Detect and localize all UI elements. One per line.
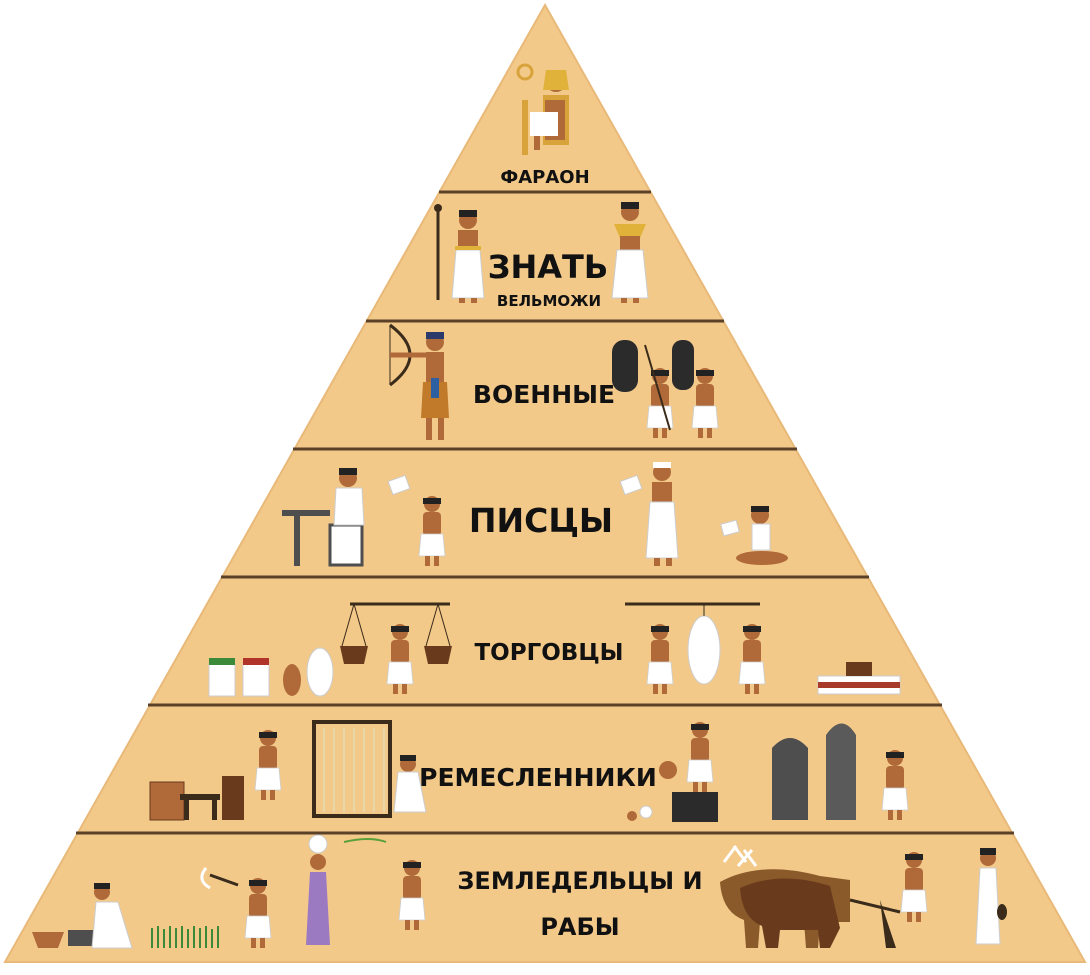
grain-field <box>151 926 219 948</box>
woman-with-jar <box>306 834 330 945</box>
potter <box>149 729 282 821</box>
tier-scribes: ПИСЦЫ <box>282 462 788 567</box>
loom-weaver <box>312 720 427 818</box>
standing-scribe-scroll <box>387 474 446 567</box>
grinding-woman <box>32 883 133 949</box>
seated-scribe-desk <box>282 468 365 567</box>
noble-with-staff <box>434 204 485 303</box>
oxen-plough <box>720 845 901 948</box>
tier-label-scribes: ПИСЦЫ <box>469 501 613 540</box>
worker-raising-arms <box>343 838 426 931</box>
tier-label-merchants: ТОРГОВЦЫ <box>474 640 623 666</box>
noble-standing <box>611 202 649 303</box>
tier-label-pharaoh: ФАРАОН <box>500 167 589 188</box>
sculptor-with-statues <box>772 723 909 821</box>
tier-sublabel-farmers: РАБЫ <box>540 913 619 941</box>
sitting-scribe <box>720 506 788 565</box>
goods-baskets <box>208 647 334 697</box>
tier-pharaoh: ФАРАОН <box>500 63 590 188</box>
tier-label-farmers: ЗЕМЛЕДЕЛЬЦЫ И <box>457 867 702 895</box>
tier-merchants: ТОРГОВЦЫ <box>208 602 901 697</box>
tier-label-nobility: ЗНАТЬ <box>488 248 609 286</box>
tier-sublabel-nobility: ВЕЛЬМОЖИ <box>497 292 601 310</box>
tier-label-artisans: РЕМЕСЛЕННИКИ <box>419 763 657 792</box>
craftsman-seated <box>627 721 718 822</box>
cloth-bundle <box>817 662 901 695</box>
merchant-with-scales <box>340 602 452 695</box>
farmer-with-sickle <box>200 867 272 949</box>
woman-sower <box>975 848 1007 945</box>
porters-with-pole <box>625 602 766 695</box>
soldier-with-shield <box>612 340 674 439</box>
tier-farmers: ЗЕМЛЕДЕЛЬЦЫ И РАБЫ <box>32 834 1007 949</box>
pharaoh-figure <box>516 63 569 155</box>
soldier-with-spear <box>672 340 719 439</box>
scribe-white-robe <box>619 462 679 566</box>
tier-nobility: ЗНАТЬ ВЕЛЬМОЖИ <box>434 202 649 310</box>
archer <box>389 323 449 440</box>
tier-military: ВОЕННЫЕ <box>389 323 719 440</box>
pyramid-body <box>3 2 1087 963</box>
tier-artisans: РЕМЕСЛЕННИКИ <box>149 720 909 822</box>
tier-label-military: ВОЕННЫЕ <box>473 380 615 409</box>
tier-dividers <box>76 190 1014 835</box>
